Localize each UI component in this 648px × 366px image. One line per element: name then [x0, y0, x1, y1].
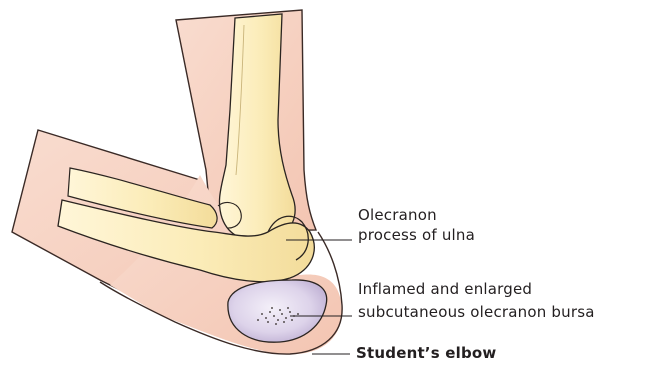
bursa-label-line2: subcutaneous olecranon bursa	[358, 303, 595, 322]
olecranon-label-line2: process of ulna	[358, 226, 475, 245]
olecranon-label-line1: Olecranon	[358, 206, 437, 225]
bursa-label-line1: Inflamed and enlarged	[358, 280, 532, 299]
diagram-caption: Student’s elbow	[356, 344, 496, 363]
